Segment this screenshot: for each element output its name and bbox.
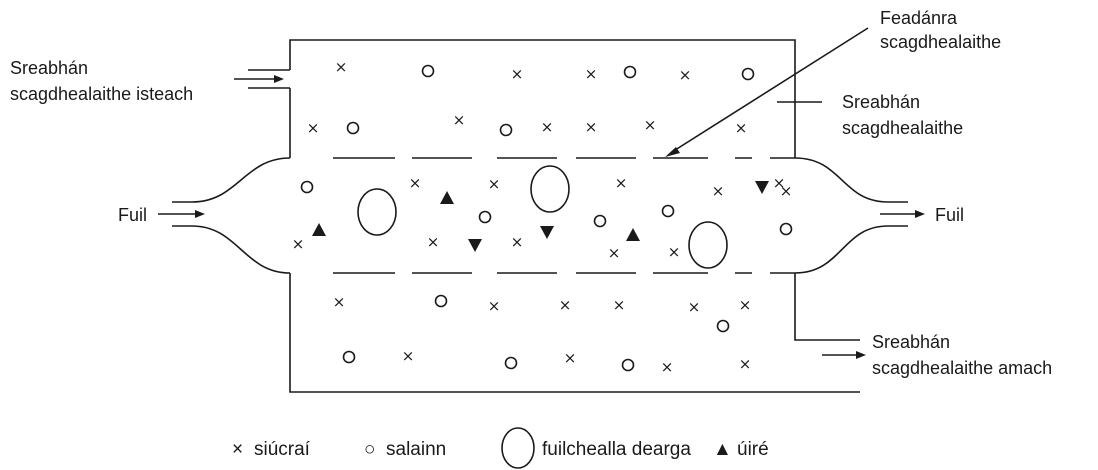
dialysate-outlet-pipe	[820, 339, 860, 393]
salt-particle	[779, 222, 793, 236]
salt-particle	[421, 64, 435, 78]
legend-sugar-icon: ×	[232, 439, 243, 460]
dialysate-inlet-pipe	[248, 69, 290, 89]
salt-particle	[716, 319, 730, 333]
sugar-particle: ×	[644, 116, 657, 134]
legend-sugar-label: siúcraí	[254, 439, 311, 460]
sugar-particle: ×	[511, 233, 524, 251]
salt-particle	[741, 67, 755, 81]
salt-particle	[593, 214, 607, 228]
urea-particle	[440, 191, 454, 204]
red-blood-cell	[357, 188, 397, 236]
legend-salt-label: salainn	[386, 439, 446, 460]
legend-rbc-icon	[501, 427, 535, 469]
sugar-particle: ×	[615, 174, 628, 192]
salt-particle	[342, 350, 356, 364]
urea-particle	[468, 239, 482, 252]
sugar-particle: ×	[608, 244, 621, 262]
legend-urea-label: úiré	[737, 439, 769, 460]
arrow-dialysate-out	[822, 351, 866, 359]
sugar-particle: ×	[773, 174, 786, 192]
label-blood-out: Fuil	[935, 205, 964, 225]
salt-particle	[621, 358, 635, 372]
sugar-particle: ×	[613, 296, 626, 314]
sugar-particle: ×	[453, 111, 466, 129]
sugar-particle: ×	[564, 349, 577, 367]
arrow-blood-in	[158, 210, 205, 218]
sugar-particle: ×	[559, 296, 572, 314]
salt-particle	[661, 204, 675, 218]
sugar-particle: ×	[488, 175, 501, 193]
label-dialysate-out-2: scagdhealaithe amach	[872, 358, 1052, 378]
sugar-particle: ×	[335, 58, 348, 76]
sugar-particle: ×	[780, 182, 793, 200]
molecules: ×××××××××××××××××××××××××××××××	[292, 58, 793, 376]
label-dialysate-2: scagdhealaithe	[842, 118, 963, 138]
sugar-particle: ×	[739, 296, 752, 314]
sugar-particle: ×	[307, 119, 320, 137]
red-blood-cell	[530, 165, 570, 213]
sugar-particle: ×	[712, 182, 725, 200]
sugar-particle: ×	[688, 298, 701, 316]
label-blood-in: Fuil	[118, 205, 147, 225]
salt-particle	[346, 121, 360, 135]
legend-rbc-label: fuilchealla dearga	[542, 439, 691, 460]
label-tubing-2: scagdhealaithe	[880, 32, 1001, 52]
sugar-particle: ×	[488, 297, 501, 315]
legend-urea-icon: ▲	[713, 439, 732, 460]
salt-particle	[504, 356, 518, 370]
label-dialysate-in-2: scagdhealaithe isteach	[10, 84, 193, 104]
sugar-particle: ×	[739, 355, 752, 373]
sugar-particle: ×	[427, 233, 440, 251]
label-tubing-1: Feadánra	[880, 8, 958, 28]
sugar-particle: ×	[333, 293, 346, 311]
urea-particle	[755, 181, 769, 194]
sugar-particle: ×	[661, 358, 674, 376]
urea-particle	[626, 228, 640, 241]
red-blood-cell	[688, 221, 728, 269]
sugar-particle: ×	[402, 347, 415, 365]
salt-particle	[623, 65, 637, 79]
salt-particle	[300, 180, 314, 194]
sugar-particle: ×	[541, 118, 554, 136]
sugar-particle: ×	[292, 235, 305, 253]
label-dialysate-in-1: Sreabhán	[10, 58, 88, 78]
salt-particle	[434, 294, 448, 308]
urea-particle	[540, 226, 554, 239]
salt-particle	[499, 123, 513, 137]
sugar-particle: ×	[409, 174, 422, 192]
label-dialysate-1: Sreabhán	[842, 92, 920, 112]
arrow-blood-out	[880, 210, 925, 218]
dialysis-tank	[289, 39, 820, 393]
sugar-particle: ×	[511, 65, 524, 83]
label-dialysate-out-1: Sreabhán	[872, 332, 950, 352]
legend: × siúcraí ○ salainn fuilchealla dearga ▲…	[232, 427, 769, 469]
salt-particle	[478, 210, 492, 224]
sugar-particle: ×	[679, 66, 692, 84]
sugar-particle: ×	[735, 119, 748, 137]
legend-salt-icon: ○	[364, 439, 375, 460]
arrows	[158, 27, 925, 359]
arrow-membrane-pointer	[665, 27, 869, 157]
urea-particle	[312, 223, 326, 236]
arrow-dialysate-in	[234, 75, 284, 83]
blood-tube	[172, 157, 908, 274]
sugar-particle: ×	[585, 118, 598, 136]
sugar-particle: ×	[668, 243, 681, 261]
sugar-particle: ×	[585, 65, 598, 83]
